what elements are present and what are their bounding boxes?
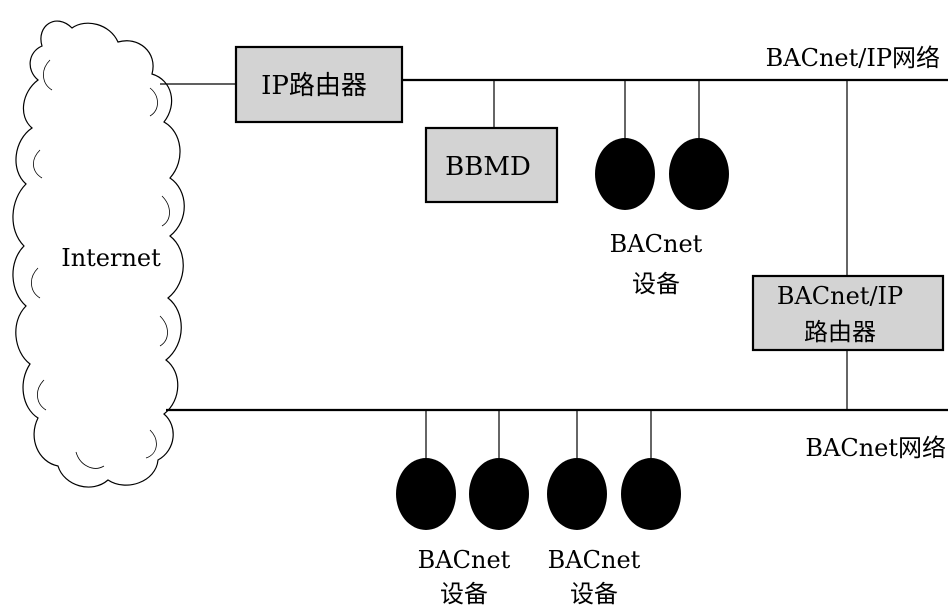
- ip-router: IP路由器: [234, 45, 404, 124]
- cloud-inner-contour: [31, 59, 170, 469]
- top-device-2: [669, 138, 729, 210]
- internet-label: Internet: [61, 244, 161, 272]
- bbmd-box: [424, 126, 559, 204]
- bottom-left-device-label-line1: BACnet: [418, 546, 511, 574]
- bacnet-network-label: BACnet网络: [805, 434, 946, 462]
- bottom-right-device-label-line2: 设备: [570, 580, 618, 608]
- bacnet-ip-network-label: BACnet/IP网络: [766, 44, 940, 72]
- bbmd: BBMD: [424, 126, 559, 204]
- ip-router-box: [234, 45, 404, 124]
- internet-cloud: Internet: [12, 20, 185, 488]
- ip-router-label: IP路由器: [261, 71, 367, 101]
- bottom-right-device-label-line1: BACnet: [548, 546, 641, 574]
- top-device-group: BACnet 设备: [595, 80, 729, 298]
- bottom-device-4: [621, 458, 681, 530]
- top-device-label-line1: BACnet: [610, 230, 703, 258]
- bottom-device-1: [396, 458, 456, 530]
- bacnet-ip-router-label-line2: 路由器: [804, 318, 876, 346]
- bacnet-ip-router-box: [751, 274, 945, 352]
- bacnet-ip-router: BACnet/IP 路由器: [751, 274, 945, 352]
- bottom-device-2: [469, 458, 529, 530]
- top-device-1: [595, 138, 655, 210]
- bottom-left-device-label-line2: 设备: [440, 580, 488, 608]
- bottom-right-device-group: BACnet 设备: [547, 410, 681, 608]
- bottom-device-3: [547, 458, 607, 530]
- bottom-left-device-group: BACnet 设备: [396, 410, 529, 608]
- top-device-label-line2: 设备: [632, 270, 680, 298]
- bbmd-label: BBMD: [445, 152, 531, 182]
- bacnet-ip-router-label-line1: BACnet/IP: [777, 282, 903, 310]
- cloud-shape: [12, 20, 185, 488]
